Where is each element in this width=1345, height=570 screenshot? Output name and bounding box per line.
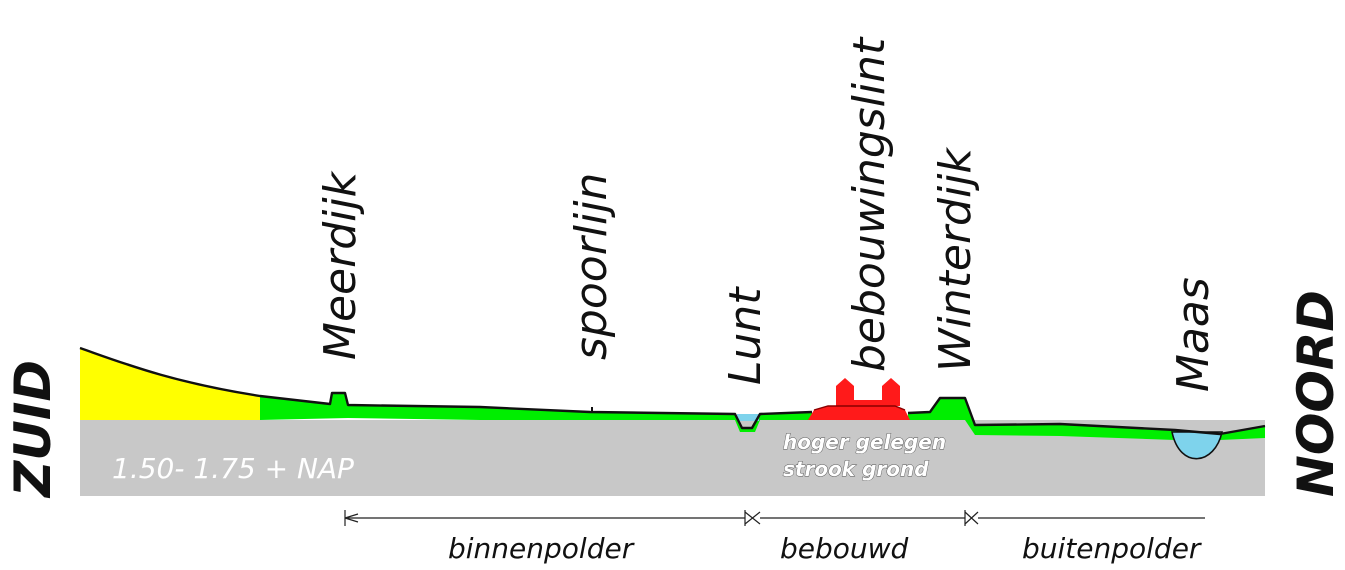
label-higher-strip-1: hoger gelegen xyxy=(783,430,946,454)
direction-south: ZUID xyxy=(4,360,62,499)
label-maas: Maas xyxy=(1168,277,1219,392)
direction-north: NOORD xyxy=(1287,290,1345,497)
label-zone-binnenpolder: binnenpolder xyxy=(448,532,635,565)
lunt-water xyxy=(737,414,759,421)
label-spoorlijn: spoorlijn xyxy=(566,173,617,360)
label-higher-strip-2: strook grond xyxy=(783,457,929,481)
label-winterdijk: Winterdijk xyxy=(930,147,981,372)
label-nap-level: 1.50- 1.75 + NAP xyxy=(112,452,354,485)
label-zone-buitenpolder: buitenpolder xyxy=(1022,532,1202,565)
label-meerdijk: Meerdijk xyxy=(315,170,366,360)
high-ground-area xyxy=(80,348,260,420)
label-lunt: Lunt xyxy=(720,286,771,385)
buildings xyxy=(808,378,910,420)
dimension-lines xyxy=(344,510,1205,526)
grass-strip xyxy=(260,393,812,432)
label-zone-bebouwd: bebouwd xyxy=(780,532,909,565)
label-bebouwingslint: bebouwingslint xyxy=(844,36,895,372)
surface-outline xyxy=(79,346,1266,436)
building-outline xyxy=(813,405,906,411)
grass-strip-north xyxy=(908,398,1265,440)
